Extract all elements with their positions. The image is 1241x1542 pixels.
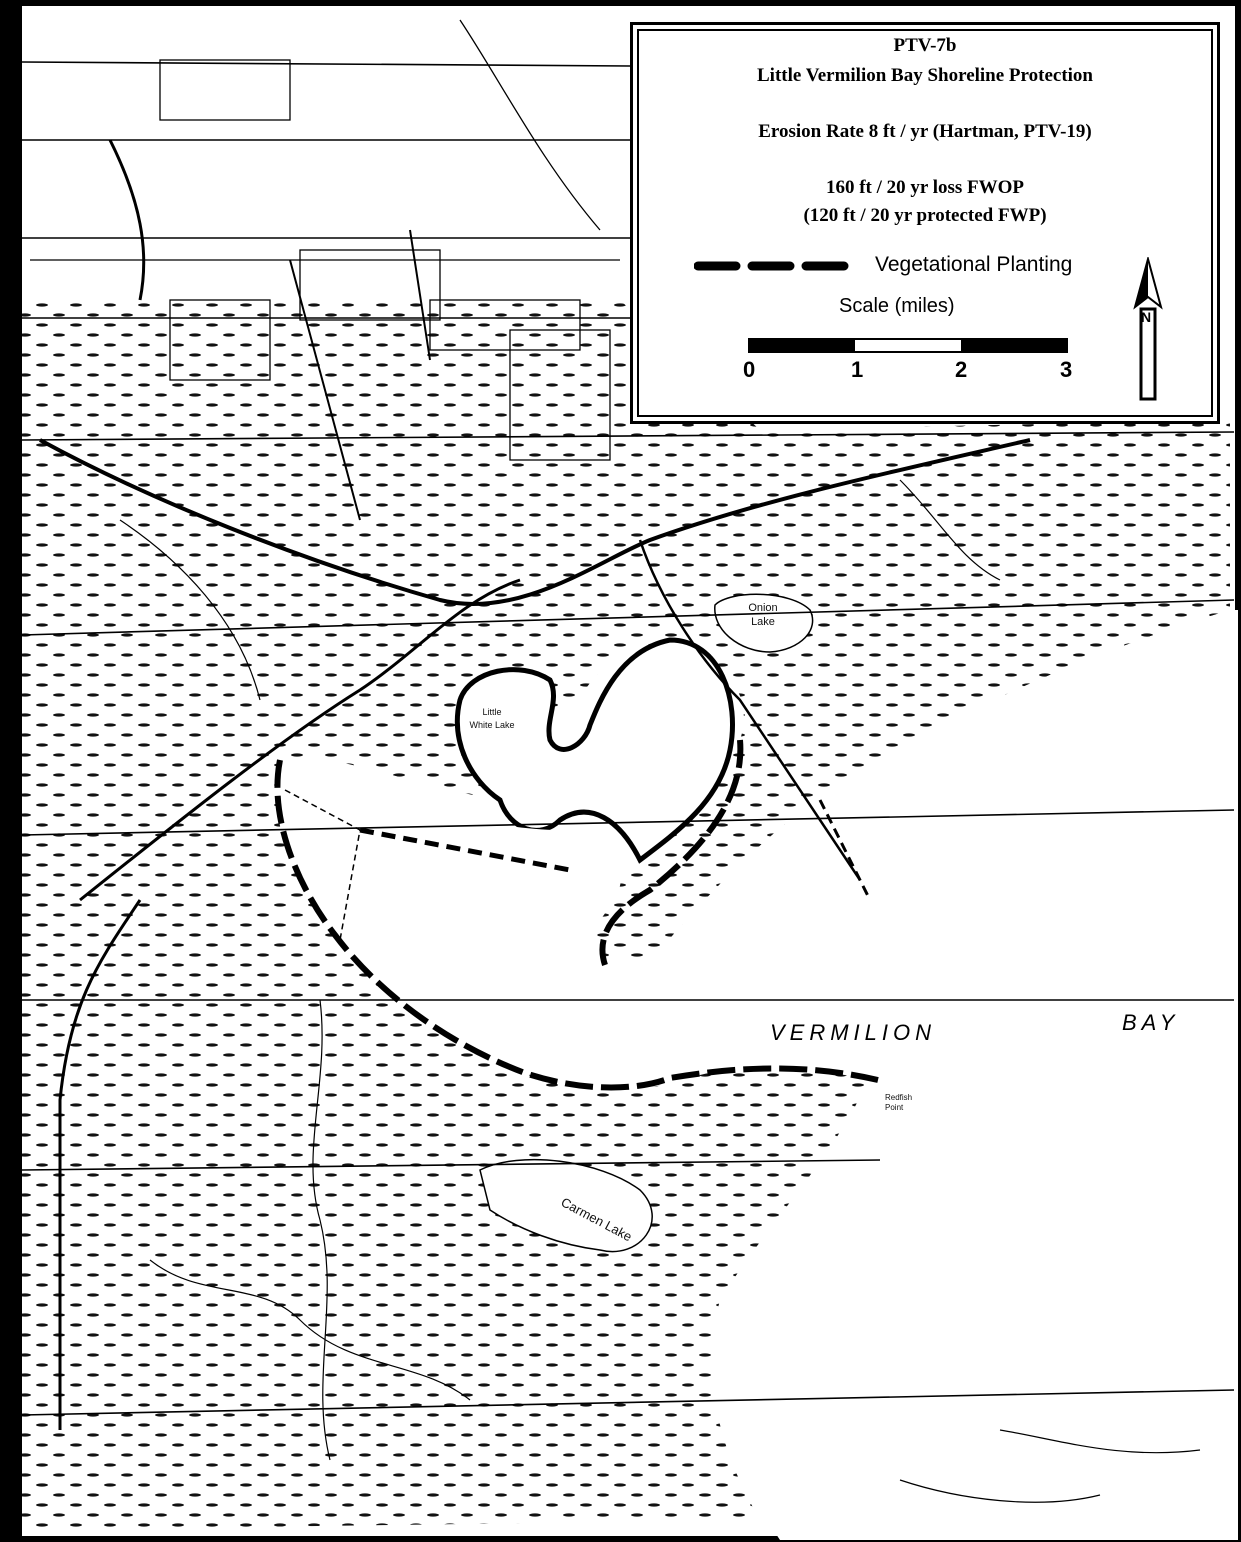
legend-erosion-rate: Erosion Rate 8 ft / yr (Hartman, PTV-19) bbox=[758, 121, 1092, 142]
legend-project-id: PTV-7b bbox=[893, 35, 957, 56]
legend-loss-fwp: (120 ft / 20 yr protected FWP) bbox=[803, 205, 1047, 226]
legend-project-title: Little Vermilion Bay Shoreline Protectio… bbox=[757, 65, 1093, 86]
north-letter: N bbox=[1141, 309, 1152, 325]
label-bay: BAY bbox=[1122, 1010, 1179, 1035]
little-white-lake bbox=[454, 637, 735, 864]
field-parcels bbox=[30, 19, 620, 461]
legend-scale-title: Scale (miles) bbox=[839, 295, 955, 317]
legend-dash-symbol bbox=[694, 261, 864, 271]
scale-tick-1: 1 bbox=[851, 357, 864, 382]
scale-tick-0: 0 bbox=[743, 357, 756, 382]
grid-lines bbox=[21, 61, 1235, 1416]
marsh-land bbox=[22, 300, 1230, 1530]
roads bbox=[39, 139, 1031, 1430]
label-onion-lake-1: Onion bbox=[748, 602, 777, 614]
planting-line-diagonal bbox=[818, 799, 872, 901]
legend-loss-fwop: 160 ft / 20 yr loss FWOP bbox=[825, 177, 1025, 198]
little-vermilion-bay-water bbox=[278, 779, 870, 1089]
map-left-edge bbox=[0, 0, 22, 1542]
planting-line-west bbox=[359, 827, 571, 873]
legend-inner-border: PTV-7b Little Vermilion Bay Shoreline Pr… bbox=[637, 29, 1213, 417]
onion-lake bbox=[714, 593, 814, 653]
vermilion-bay-water bbox=[600, 610, 1238, 1540]
creeks bbox=[119, 479, 1201, 1503]
label-little-white-lake-2: White Lake bbox=[469, 720, 514, 730]
label-redfish-point-2: Point bbox=[885, 1103, 904, 1112]
carmen-lake bbox=[479, 1158, 653, 1253]
north-arrow-icon bbox=[1133, 257, 1163, 401]
scale-bar bbox=[748, 338, 1068, 353]
scale-tick-2: 2 bbox=[955, 357, 968, 382]
dredge-channel bbox=[284, 789, 361, 941]
label-redfish-point-1: Redfish bbox=[885, 1093, 912, 1102]
legend-box: PTV-7b Little Vermilion Bay Shoreline Pr… bbox=[630, 22, 1220, 424]
shoreline-planting-main bbox=[274, 759, 879, 1091]
legend-planting-label: Vegetational Planting bbox=[875, 253, 1073, 276]
label-vermilion: VERMILION bbox=[770, 1020, 936, 1045]
scale-tick-3: 3 bbox=[1060, 357, 1073, 382]
label-little-white-lake-1: Little bbox=[482, 707, 501, 717]
shoreline-planting-east bbox=[599, 739, 744, 966]
label-onion-lake-2: Lake bbox=[751, 616, 775, 628]
